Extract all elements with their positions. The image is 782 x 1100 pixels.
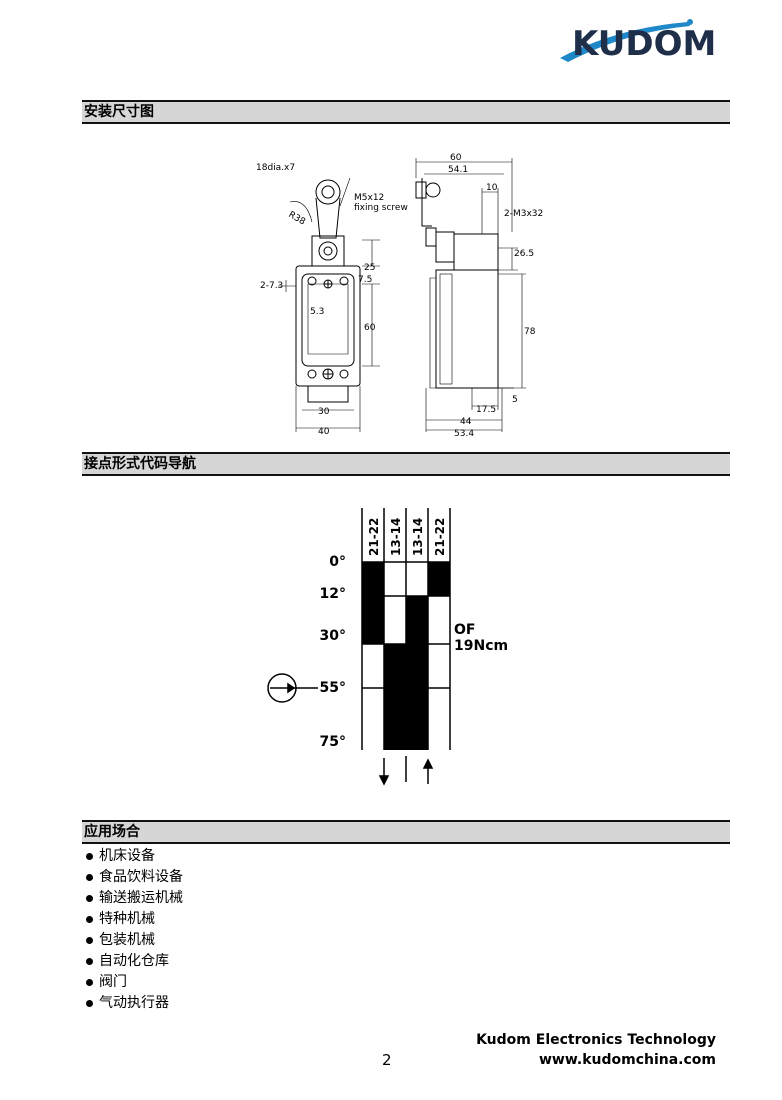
- dim-10: 10: [486, 183, 498, 193]
- footer-url[interactable]: www.kudomchina.com: [538, 1052, 716, 1068]
- dim-40: 40: [318, 427, 330, 437]
- footer-company: Kudom Electronics Technology: [476, 1032, 716, 1048]
- bullet-icon: [86, 916, 93, 923]
- column-label-4: 21-22: [433, 518, 447, 556]
- list-item: 自动化仓库: [86, 951, 183, 972]
- bullet-icon: [86, 874, 93, 881]
- list-item: 包装机械: [86, 930, 183, 951]
- list-item: 输送搬运机械: [86, 888, 183, 909]
- dim-5-3: 5.3: [310, 307, 324, 317]
- section-bar-applications: 应用场合: [82, 820, 730, 844]
- direction-arrows-icon: [378, 756, 434, 786]
- kudom-logo: KUDOM: [556, 18, 726, 68]
- dim-17-5: 17.5: [476, 405, 496, 415]
- list-item: 特种机械: [86, 909, 183, 930]
- page-number: 2: [382, 1051, 392, 1069]
- angle-55: 55°: [320, 680, 346, 696]
- bullet-icon: [86, 1000, 93, 1007]
- contact-diagram: 21-22 13-14 13-14 21-22 0° 12° 30° 55° 7…: [267, 508, 508, 786]
- applications-list: 机床设备 食品饮料设备 输送搬运机械 特种机械 包装机械 自动化仓库 阀门 气动…: [86, 846, 183, 1014]
- list-item: 食品饮料设备: [86, 867, 183, 888]
- dim-60: 60: [450, 153, 462, 163]
- dim-2-7-3: 2-7.3: [260, 281, 283, 291]
- dim-screw-1: M5x12: [354, 193, 384, 203]
- force-label-of: OF: [454, 622, 475, 638]
- column-label-2: 13-14: [389, 518, 403, 556]
- section-bar-dimensions: 安装尺寸图: [82, 100, 730, 124]
- column-label-3: 13-14: [411, 518, 425, 556]
- contact-bar-13-14-right: [406, 596, 428, 750]
- angle-0: 0°: [329, 554, 346, 570]
- section-bar-contact: 接点形式代码导航: [82, 452, 730, 476]
- bullet-icon: [86, 958, 93, 965]
- dim-7-5: 7.5: [358, 275, 372, 285]
- bullet-icon: [86, 895, 93, 902]
- swoosh-icon: [560, 19, 693, 62]
- section-title-applications: 应用场合: [84, 824, 140, 840]
- list-item: 机床设备: [86, 846, 183, 867]
- dim-screw-2: fixing screw: [354, 203, 408, 213]
- dim-30: 30: [318, 407, 330, 417]
- dim-78: 78: [524, 327, 536, 337]
- angle-75: 75°: [320, 734, 346, 750]
- dim-26-5: 26.5: [514, 249, 534, 259]
- section-title-dimensions: 安装尺寸图: [84, 104, 154, 120]
- dimension-drawing: 18dia.x7 M5x12 fixing screw R38 60 54.1 …: [256, 153, 543, 439]
- dim-60-height: 60: [364, 323, 376, 333]
- angle-12: 12°: [320, 586, 346, 602]
- list-item: 气动执行器: [86, 993, 183, 1014]
- bullet-icon: [86, 937, 93, 944]
- dim-54-1: 54.1: [448, 165, 468, 175]
- dim-53-4: 53.4: [454, 429, 474, 439]
- contact-bar-21-22-left: [362, 562, 384, 644]
- bullet-icon: [86, 853, 93, 860]
- angle-30: 30°: [320, 628, 346, 644]
- actuator-position-icon: [267, 673, 318, 703]
- column-label-1: 21-22: [367, 518, 381, 556]
- dim-roller: 18dia.x7: [256, 163, 295, 173]
- logo-text: KUDOM: [572, 24, 717, 64]
- dim-radius: R38: [287, 210, 308, 228]
- bullet-icon: [86, 979, 93, 986]
- dim-m3: 2-M3x32: [504, 209, 543, 219]
- contact-bar-21-22-right: [428, 562, 450, 596]
- list-item: 阀门: [86, 972, 183, 993]
- dim-44: 44: [460, 417, 472, 427]
- force-label-value: 19Ncm: [454, 638, 508, 654]
- dim-25: 25: [364, 263, 375, 273]
- section-title-contact: 接点形式代码导航: [84, 456, 196, 472]
- contact-bar-13-14-left: [384, 644, 406, 750]
- dim-5: 5: [512, 395, 518, 405]
